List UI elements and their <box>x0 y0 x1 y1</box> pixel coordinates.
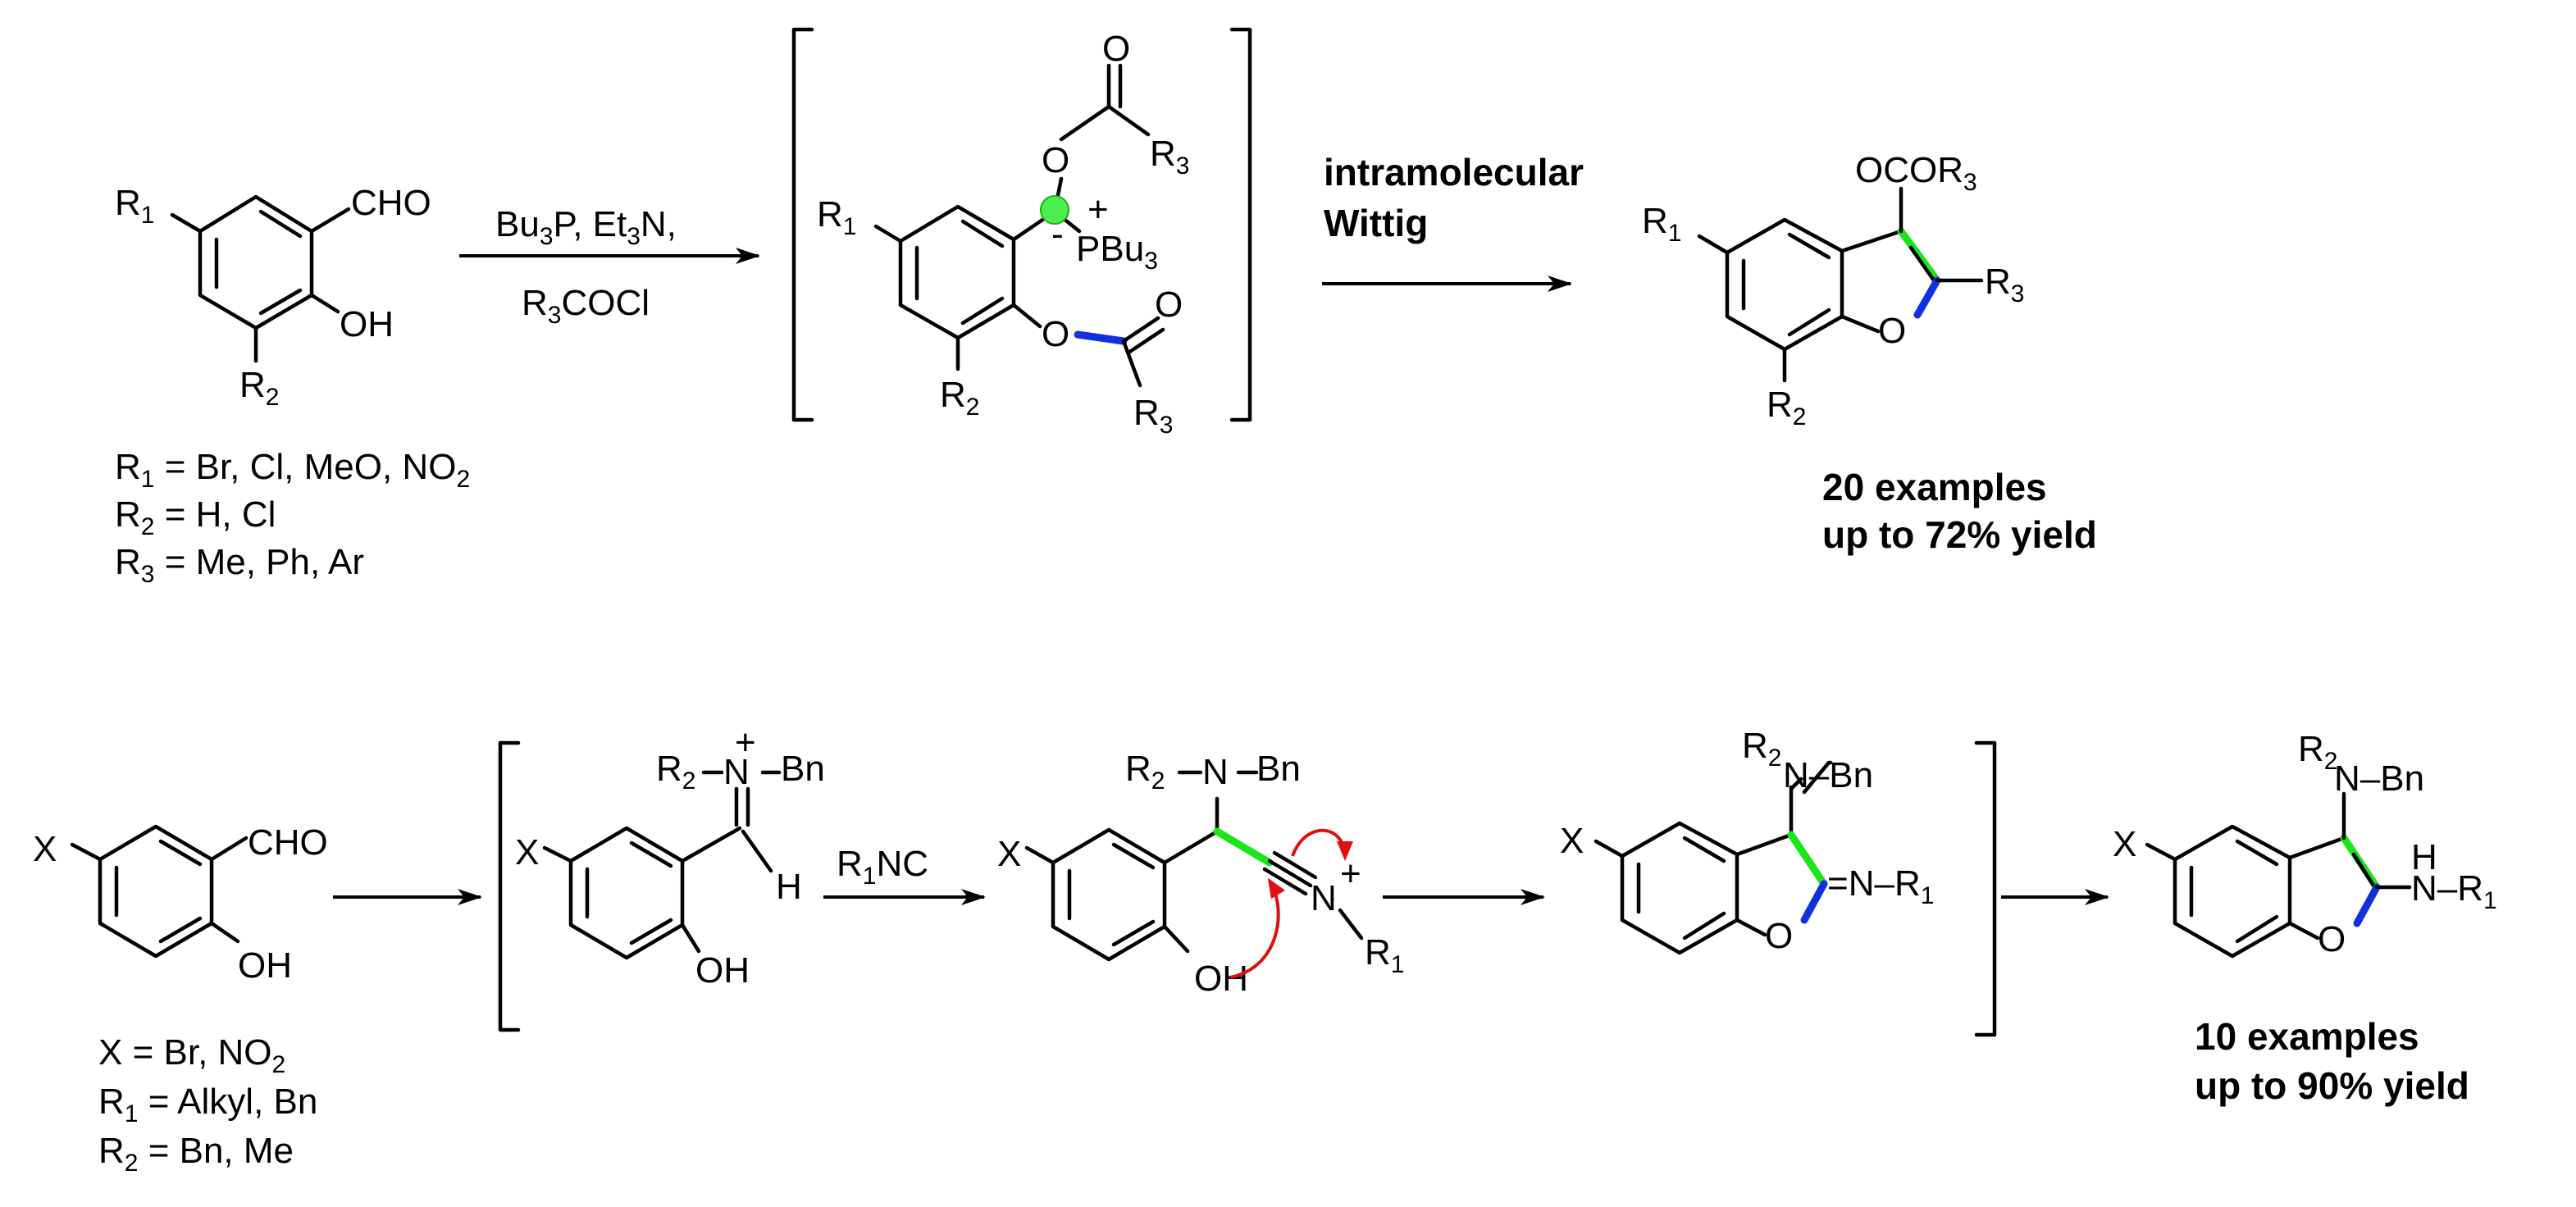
svg-text:Bn: Bn <box>1256 749 1301 789</box>
svg-text:R3: R3 <box>1133 393 1173 439</box>
wittig-label-2: Wittig <box>1324 202 1428 244</box>
svg-text:R3: R3 <box>1985 262 2024 307</box>
svg-text:OCOR3: OCOR3 <box>1855 150 1977 196</box>
svg-text:R1: R1 <box>817 194 856 240</box>
curly-arrow-pi <box>1291 828 1353 861</box>
svg-text:R1: R1 <box>1642 201 1681 247</box>
svg-text:X: X <box>1560 821 1584 861</box>
svg-text:+: + <box>1340 854 1361 894</box>
svg-text:O: O <box>1042 140 1069 180</box>
svg-text:R2: R2 <box>1742 726 1781 772</box>
aldehyde-label: CHO <box>351 183 431 223</box>
svg-text:O: O <box>2318 919 2346 959</box>
svg-text:up to 90% yield: up to 90% yield <box>2195 1064 2469 1107</box>
r1-label: R <box>115 183 141 223</box>
svg-text:X = Br, NO2: X = Br, NO2 <box>98 1032 285 1078</box>
svg-text:N–Bn: N–Bn <box>2334 758 2424 799</box>
wittig-label-1: intramolecular <box>1324 151 1584 194</box>
svg-text:R3: R3 <box>1150 134 1189 180</box>
svg-text:CHO: CHO <box>248 822 328 863</box>
svg-text:R2: R2 <box>940 375 979 421</box>
svg-text:R1 = Br, Cl, MeO, NO2: R1 = Br, Cl, MeO, NO2 <box>115 447 470 493</box>
bottom-nitrilium-intermediate: X R2 N Bn N + R1 OH <box>997 749 1404 999</box>
svg-text:OH: OH <box>1194 959 1248 999</box>
svg-text:R2: R2 <box>239 365 279 411</box>
svg-text:R1NC: R1NC <box>837 844 928 890</box>
svg-text:Bn: Bn <box>781 749 825 789</box>
bottom-arrow-2: R1NC <box>823 844 986 905</box>
svg-text:X: X <box>2113 824 2136 864</box>
svg-text:R2 = Bn, Me: R2 = Bn, Me <box>98 1131 294 1177</box>
svg-text:R2: R2 <box>656 749 695 795</box>
top-salicylaldehyde: R1 CHO OH R2 <box>115 183 431 411</box>
svg-text:PBu3: PBu3 <box>1076 229 1158 275</box>
svg-text:up to 72% yield: up to 72% yield <box>1822 513 2097 556</box>
svg-text:X: X <box>515 832 539 872</box>
svg-text:H: H <box>776 867 802 907</box>
svg-text:X: X <box>33 829 57 869</box>
svg-text:R1: R1 <box>115 183 154 229</box>
bottom-imine-intermediate: X O =N–R1 R2 N–Bn <box>1560 726 1934 956</box>
bottom-bracket-close <box>1974 740 1997 1037</box>
svg-text:R3 = Me, Ph, Ar: R3 = Me, Ph, Ar <box>115 542 364 588</box>
phosphonium-charge: + <box>1087 189 1109 230</box>
ylide-carbon-dot <box>1040 195 1069 225</box>
svg-text:R1 = Alkyl, Bn: R1 = Alkyl, Bn <box>98 1082 317 1127</box>
svg-text:O: O <box>1878 311 1906 351</box>
top-arrow-2: intramolecular Wittig <box>1322 151 1584 292</box>
reagents-line-2: R3COCl <box>522 283 650 329</box>
top-substituent-list: R1 = Br, Cl, MeO, NO2 R2 = H, Cl R3 = Me… <box>115 447 470 588</box>
svg-text:OH: OH <box>238 945 292 986</box>
svg-text:O: O <box>1102 29 1130 69</box>
svg-text:R2: R2 <box>1767 385 1806 430</box>
svg-text:=N–R1: =N–R1 <box>1827 863 1934 909</box>
bottom-yield-summary: 10 examples up to 90% yield <box>2195 1015 2469 1107</box>
top-benzofuran-product: OCOR3 R1 O R3 R2 <box>1642 150 2024 430</box>
svg-text:20 examples: 20 examples <box>1822 466 2047 508</box>
reagents-line-1: Bu3P, Et3N, <box>495 204 677 250</box>
svg-text:+: + <box>735 722 756 763</box>
curly-arrow-attack <box>1229 877 1285 979</box>
svg-text:10 examples: 10 examples <box>2195 1015 2419 1058</box>
svg-text:R2 = H, Cl: R2 = H, Cl <box>115 494 276 540</box>
svg-text:N–R1: N–R1 <box>2411 868 2497 914</box>
hydroxyl-label: OH <box>340 304 394 344</box>
svg-text:O: O <box>1155 285 1183 325</box>
carbanion-charge: - <box>1051 214 1064 254</box>
svg-text:O: O <box>1765 916 1793 956</box>
svg-text:N: N <box>1202 752 1229 792</box>
svg-text:O: O <box>1042 314 1069 354</box>
top-arrow-1: Bu3P, Et3N, R3COCl <box>459 204 760 329</box>
svg-text:N: N <box>1311 878 1337 918</box>
bottom-substituent-list: X = Br, NO2 R1 = Alkyl, Bn R2 = Bn, Me <box>98 1032 317 1177</box>
bottom-bracket-open <box>498 740 521 1032</box>
bottom-salicylaldehyde: X CHO OH <box>33 822 328 986</box>
svg-text:R2: R2 <box>2298 729 2337 775</box>
bottom-iminium-intermediate: X N + R2 Bn H OH <box>515 722 825 991</box>
svg-text:X: X <box>997 834 1021 874</box>
top-ylide-intermediate: O O R3 R1 + - PBu3 O O R2 R3 <box>791 27 1252 439</box>
svg-text:R1: R1 <box>1365 932 1404 978</box>
svg-text:N: N <box>723 752 750 792</box>
svg-text:H: H <box>2411 837 2437 877</box>
svg-text:R2: R2 <box>1125 749 1165 795</box>
svg-text:N–Bn: N–Bn <box>1783 755 1873 795</box>
top-yield-summary: 20 examples up to 72% yield <box>1822 466 2097 556</box>
svg-text:OH: OH <box>695 950 750 991</box>
bottom-aminobenzofuran-product: X O R2 N–Bn H N–R1 <box>2113 729 2497 959</box>
